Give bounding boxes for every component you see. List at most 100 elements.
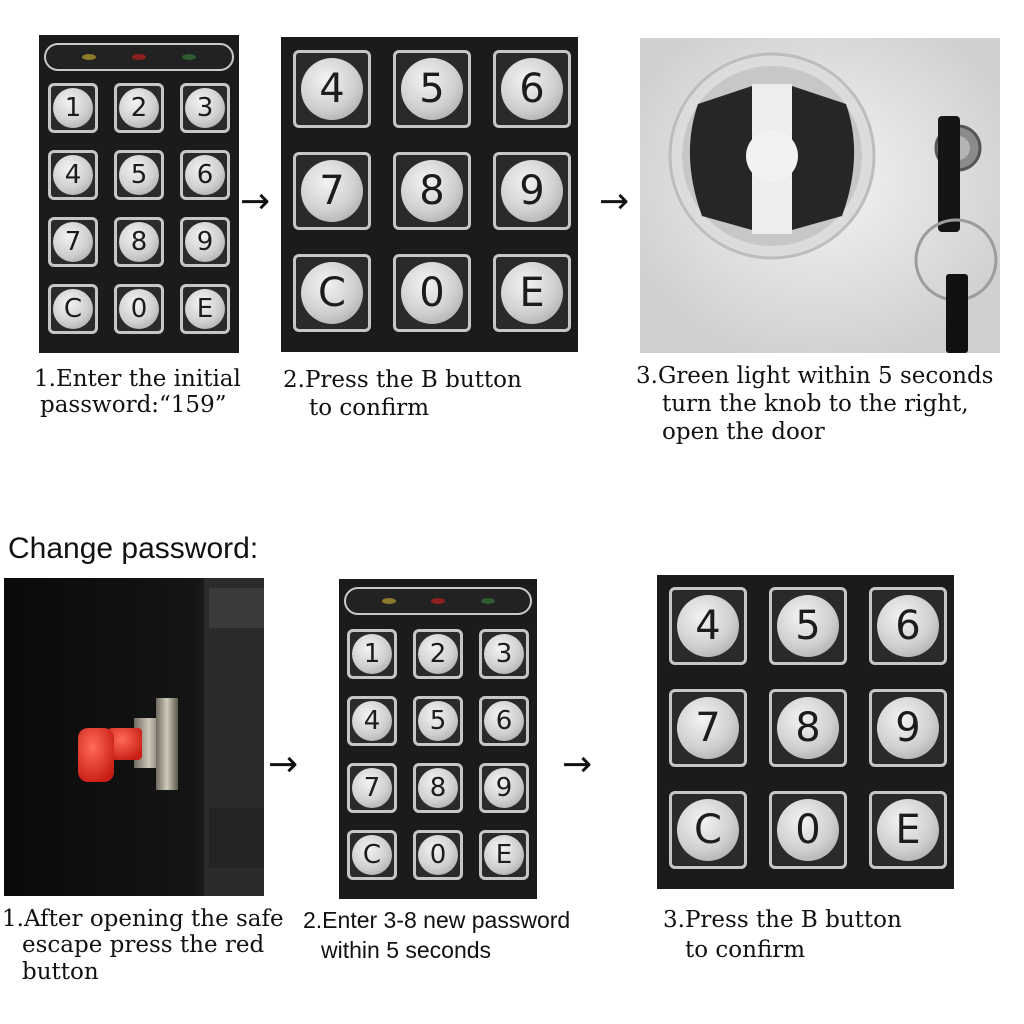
keypad-key-label: 5 (119, 155, 159, 195)
open-step-2-caption: 2.Press the B button to confirm (283, 367, 522, 422)
keypad-key-label: C (677, 799, 739, 861)
caption-line: escape press the red (22, 932, 265, 959)
yellow-led (381, 598, 396, 604)
keypad-key-7: 7 (293, 152, 371, 230)
keypad-key-label: 6 (484, 701, 524, 741)
red-escape-button-photo (4, 578, 264, 896)
change-step-3-caption: 3.Press the B button to confirm (663, 906, 902, 966)
keypad-key-label: 9 (877, 697, 939, 759)
keypad-key-8: 8 (413, 763, 463, 813)
change-step-2-caption: 2.Enter 3-8 new password within 5 second… (303, 906, 570, 966)
keypad-key-label: 5 (777, 595, 839, 657)
keypad-key-label: 7 (53, 222, 93, 262)
keypad-key-label: 6 (501, 58, 563, 120)
keypad-key-1: 1 (347, 629, 397, 679)
caption-line: to confirm (309, 394, 430, 421)
keypad-key-8: 8 (114, 217, 164, 267)
keypad-key-5: 5 (413, 696, 463, 746)
keypad-key-9: 9 (869, 689, 947, 767)
keypad-key-label: 0 (401, 262, 463, 324)
keypad-key-8: 8 (769, 689, 847, 767)
keypad-key-e: E (869, 791, 947, 869)
caption-line: 2.Enter 3-8 new password (303, 907, 571, 933)
keypad-key-label: 3 (185, 88, 225, 128)
caption-line: 1.After opening the safe (2, 906, 284, 932)
keypad-key-e: E (493, 254, 571, 332)
keypad-key-label: 7 (352, 768, 392, 808)
keypad-key-label: 0 (418, 835, 458, 875)
keypad-key-4: 4 (293, 50, 371, 128)
keypad-key-label: E (185, 289, 225, 329)
keypad-key-5: 5 (769, 587, 847, 665)
yellow-led (82, 54, 96, 60)
keypad-key-9: 9 (493, 152, 571, 230)
keypad-key-4: 4 (48, 150, 98, 200)
keypad-key-label: 7 (301, 160, 363, 222)
keypad-key-2: 2 (114, 83, 164, 133)
keypad-key-label: E (877, 799, 939, 861)
keypad-key-label: C (301, 262, 363, 324)
keypad-key-label: 8 (418, 768, 458, 808)
arrow-icon: → (240, 181, 271, 222)
caption-line: password:“159” (40, 391, 227, 418)
keypad-key-0: 0 (114, 284, 164, 334)
keypad-key-9: 9 (479, 763, 529, 813)
keypad-key-6: 6 (180, 150, 230, 200)
keypad-key-7: 7 (48, 217, 98, 267)
keypad-key-label: 0 (777, 799, 839, 861)
keypad-key-label: 8 (119, 222, 159, 262)
keypad-key-9: 9 (180, 217, 230, 267)
keypad-key-7: 7 (669, 689, 747, 767)
keypad-key-1: 1 (48, 83, 98, 133)
status-led-strip (44, 43, 234, 71)
caption-line: 3.Green light within 5 seconds (636, 363, 994, 389)
keypad-key-6: 6 (493, 50, 571, 128)
change-password-title: Change password: (8, 532, 259, 565)
keypad-key-label: C (53, 289, 93, 329)
keypad-key-label: 5 (401, 58, 463, 120)
keypad-key-4: 4 (669, 587, 747, 665)
change-step-1-caption: 1.After opening the safe escape press th… (2, 906, 284, 985)
keypad-key-8: 8 (393, 152, 471, 230)
open-step-1-caption: 1.Enter the initial password:“159” (34, 366, 241, 419)
green-led (182, 54, 196, 60)
keypad-key-label: 4 (352, 701, 392, 741)
red-led (132, 54, 146, 60)
keypad-key-e: E (180, 284, 230, 334)
caption-line: 2.Press the B button (283, 367, 522, 393)
keypad-key-label: 4 (677, 595, 739, 657)
caption-line: turn the knob to the right, (662, 391, 969, 418)
keypad-key-label: 9 (185, 222, 225, 262)
keypad-key-label: 5 (418, 701, 458, 741)
keypad-key-label: C (352, 835, 392, 875)
keypad-key-label: 4 (301, 58, 363, 120)
arrow-icon: → (268, 744, 299, 785)
keypad-key-7: 7 (347, 763, 397, 813)
keypad-key-c: C (347, 830, 397, 880)
keypad-key-6: 6 (869, 587, 947, 665)
keypad-key-6: 6 (479, 696, 529, 746)
keypad-key-label: 0 (119, 289, 159, 329)
keypad-key-label: 7 (677, 697, 739, 759)
safe-knob-illustration (640, 38, 1000, 353)
red-led (431, 598, 445, 604)
keypad-key-3: 3 (180, 83, 230, 133)
keypad-key-c: C (669, 791, 747, 869)
keypad-key-label: 1 (352, 634, 392, 674)
arrow-icon: → (562, 744, 593, 785)
keypad-key-4: 4 (347, 696, 397, 746)
keypad-key-c: C (293, 254, 371, 332)
keypad-key-5: 5 (114, 150, 164, 200)
keypad-key-label: 6 (185, 155, 225, 195)
keypad-key-label: E (484, 835, 524, 875)
keypad-key-0: 0 (413, 830, 463, 880)
keypad-key-5: 5 (393, 50, 471, 128)
